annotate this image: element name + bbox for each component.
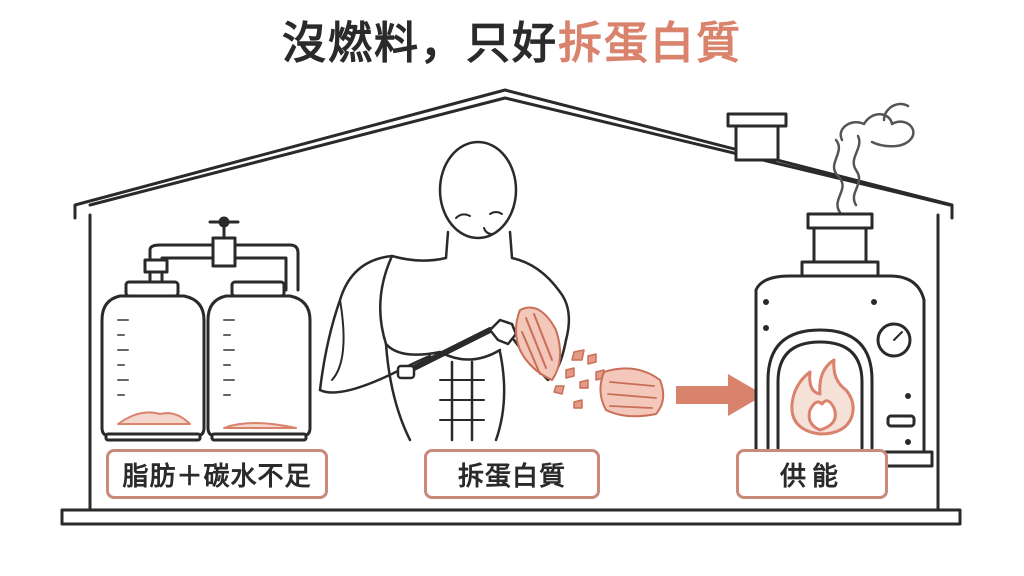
smoke-icon [832,102,915,217]
storage-jar-left [100,280,206,442]
roof-chimney-icon [726,112,788,162]
label-energy-supply: 供能 [736,449,888,499]
title-part-2-highlight: 拆蛋白質 [558,18,742,69]
title-part-1: 沒燃料，只好 [282,18,558,69]
pipe-valve-icon [143,216,300,292]
wrench-icon [396,318,518,380]
page-title: 沒燃料，只好拆蛋白質 [0,14,1024,74]
flame-icon [790,358,855,436]
house-outline-icon [60,88,962,526]
pressure-gauge-icon [876,322,912,358]
muscle-fiber-arm-icon [515,306,562,381]
label-fat-carb-insufficient: 脂肪＋碳水不足 [106,449,328,499]
arrow-right-icon [676,374,764,416]
label-break-down-protein: 拆蛋白質 [424,449,600,499]
storage-jar-right [206,280,312,442]
protein-fragments-icon [553,349,605,409]
muscular-man-icon [318,140,571,442]
muscle-fiber-chunk-icon [599,367,665,418]
